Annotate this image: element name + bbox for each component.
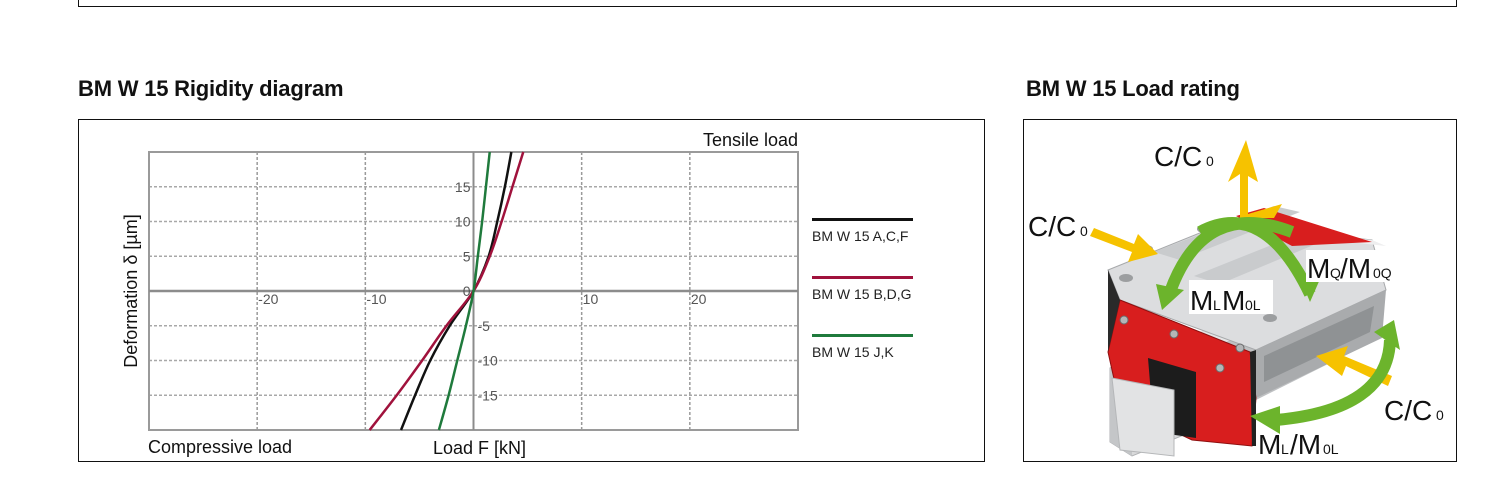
legend-label: BM W 15 A,C,F: [812, 228, 909, 244]
tensile-load-label: Tensile load: [703, 130, 798, 150]
legend-item-bdg: BM W 15 B,D,G: [812, 276, 932, 334]
chart-grid: [149, 152, 798, 430]
carriage-load-diagram: C/C 0 C/C 0 C/C 0 M Q /M 0Q M L M 0L M L: [1028, 140, 1444, 460]
curve-series-2: [437, 151, 491, 431]
label-ml-top: M L M 0L: [1189, 280, 1273, 316]
rigidity-chart: -20 -10 10 20 15 10 5 0 -5 -10 -15 Tensile load Co…: [121, 130, 799, 458]
svg-text:-5: -5: [478, 318, 491, 334]
svg-text:10: 10: [455, 214, 471, 230]
chart-tick-labels: -20 -10 10 20 15 10 5 0 -5 -10 -15: [258, 179, 706, 404]
svg-text:0L: 0L: [1245, 297, 1261, 313]
load-rating-panel: C/C 0 C/C 0 C/C 0 M Q /M 0Q M L M 0L M L: [1023, 119, 1457, 462]
svg-text:-20: -20: [258, 291, 278, 307]
svg-text:L: L: [1281, 441, 1289, 457]
svg-text:M: M: [1222, 285, 1245, 316]
svg-text:0: 0: [1080, 223, 1088, 239]
svg-text:0: 0: [463, 283, 471, 299]
moment-arc-mq: [1156, 217, 1295, 310]
label-ml-bottom: M L /M 0L: [1258, 429, 1339, 460]
rigidity-chart-panel: -20 -10 10 20 15 10 5 0 -5 -10 -15 Tensile load Co…: [78, 119, 985, 462]
svg-text:M: M: [1258, 429, 1281, 460]
svg-text:/M: /M: [1290, 429, 1321, 460]
load-rating-title: BM W 15 Load rating: [1026, 76, 1240, 101]
force-arrow-left: [1090, 228, 1158, 262]
svg-text:/M: /M: [1340, 253, 1371, 284]
svg-text:C/C: C/C: [1154, 141, 1202, 172]
svg-text:L: L: [1213, 297, 1221, 313]
svg-text:0: 0: [1206, 153, 1214, 169]
svg-text:0: 0: [1436, 407, 1444, 423]
compressive-load-label: Compressive load: [148, 437, 292, 457]
y-axis-label: Deformation δ [µm]: [121, 214, 141, 367]
top-frame: [78, 0, 1457, 7]
label-c-top: C/C 0: [1154, 141, 1214, 172]
svg-text:M: M: [1190, 285, 1213, 316]
legend-item-acf: BM W 15 A,C,F: [812, 218, 932, 276]
legend-label: BM W 15 J,K: [812, 344, 894, 360]
svg-text:-15: -15: [478, 387, 498, 403]
legend-swatch-red: [812, 276, 913, 279]
carriage-block: [1107, 206, 1387, 457]
svg-text:Q: Q: [1330, 265, 1341, 281]
svg-text:20: 20: [691, 291, 707, 307]
svg-text:0L: 0L: [1323, 441, 1339, 457]
legend-swatch-green: [812, 334, 913, 337]
svg-text:15: 15: [455, 179, 471, 195]
legend-item-jk: BM W 15 J,K: [812, 334, 932, 392]
chart-legend: BM W 15 A,C,F BM W 15 B,D,G BM W 15 J,K: [812, 218, 932, 392]
svg-text:C/C: C/C: [1028, 211, 1076, 242]
svg-text:M: M: [1307, 253, 1330, 284]
svg-text:-10: -10: [478, 353, 498, 369]
svg-text:-10: -10: [366, 291, 386, 307]
legend-swatch-black: [812, 218, 913, 221]
rigidity-diagram-title: BM W 15 Rigidity diagram: [78, 76, 344, 101]
svg-text:C/C: C/C: [1384, 395, 1432, 426]
label-c-right: C/C 0: [1384, 395, 1444, 426]
moment-arc-ml-bottom: [1250, 320, 1400, 434]
label-c-left: C/C 0: [1028, 211, 1088, 242]
label-mq: M Q /M 0Q: [1306, 250, 1398, 284]
svg-text:10: 10: [583, 291, 599, 307]
x-axis-label: Load F [kN]: [433, 438, 526, 458]
legend-label: BM W 15 B,D,G: [812, 286, 912, 302]
chart-curves: [368, 151, 525, 431]
force-arrow-up: [1228, 140, 1282, 218]
svg-text:0Q: 0Q: [1373, 265, 1392, 281]
svg-text:5: 5: [463, 248, 471, 264]
